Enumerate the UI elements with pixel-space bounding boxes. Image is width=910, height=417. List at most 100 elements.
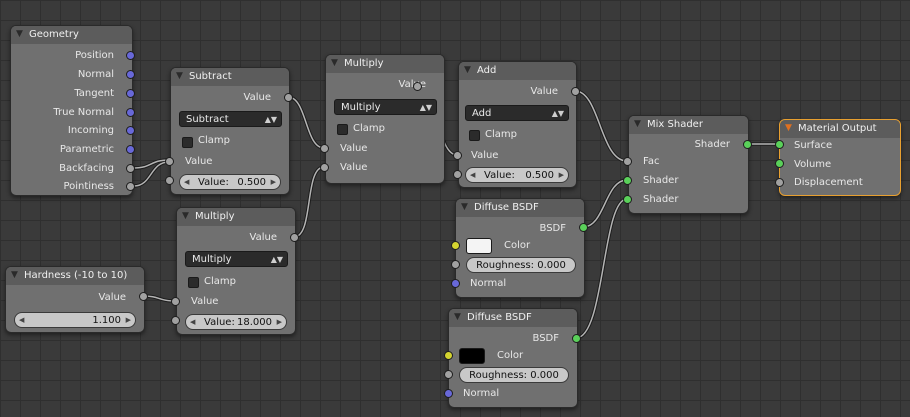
multiply2-operation-dropdown[interactable]: Multiply ▲▼ [185, 251, 288, 267]
multiply2-value-field[interactable]: ◀ Value: 18.000 ▶ [185, 314, 287, 330]
socket-multiply1-input-2[interactable] [320, 163, 329, 172]
multiply-node-2[interactable]: ▼ Multiply Value Multiply ▲▼ Clamp Value… [176, 207, 296, 335]
socket-diffuse2-roughness-input[interactable] [444, 370, 453, 379]
socket-tangent-output[interactable] [126, 89, 135, 98]
socket-subtract-input-1[interactable] [165, 157, 174, 166]
socket-backfacing-output[interactable] [126, 164, 135, 173]
diffuse-bsdf-node-2[interactable]: ▼ Diffuse BSDF BSDF Color Roughness: 0.0… [448, 308, 578, 408]
collapse-arrow-icon[interactable]: ▼ [461, 202, 468, 212]
socket-diffuse1-normal-input[interactable] [451, 279, 460, 288]
socket-add-input-2[interactable] [453, 170, 462, 179]
socket-hardness-output[interactable] [139, 292, 148, 301]
socket-subtract-input-2[interactable] [165, 176, 174, 185]
collapse-arrow-icon[interactable]: ▼ [634, 119, 641, 129]
subtract-value-field[interactable]: ◀ Value: 0.500 ▶ [179, 174, 281, 190]
socket-mix-fac-input[interactable] [623, 157, 632, 166]
mix-shader-node[interactable]: ▼ Mix Shader Shader Fac Shader Shader [628, 115, 749, 214]
socket-mix-shader-output[interactable] [743, 140, 752, 149]
decrement-arrow-icon[interactable]: ◀ [190, 318, 196, 326]
decrement-arrow-icon[interactable]: ◀ [184, 178, 190, 186]
socket-add-output[interactable] [571, 87, 580, 96]
socket-multiply2-input-2[interactable] [171, 316, 180, 325]
collapse-arrow-icon[interactable]: ▼ [182, 211, 189, 221]
geometry-output-incoming: Incoming [67, 125, 114, 136]
increment-arrow-icon[interactable]: ▶ [558, 171, 564, 179]
collapse-arrow-icon[interactable]: ▼ [11, 270, 18, 280]
socket-mix-shader-input-2[interactable] [623, 195, 632, 204]
socket-mix-shader-input-1[interactable] [623, 176, 632, 185]
socket-position-output[interactable] [126, 51, 135, 60]
add-clamp-label: Clamp [485, 129, 517, 140]
socket-multiply1-input-1[interactable] [320, 144, 329, 153]
multiply2-clamp-checkbox[interactable] [188, 277, 199, 288]
socket-true-normal-output[interactable] [126, 108, 135, 117]
material-output-node-header[interactable]: ▼ Material Output [780, 120, 900, 138]
multiply-node-1[interactable]: ▼ Multiply Value Multiply ▲▼ Clamp Value… [325, 54, 445, 184]
socket-multiply1-output[interactable] [413, 82, 422, 91]
decrement-arrow-icon[interactable]: ◀ [19, 316, 25, 324]
diffuse2-roughness-field[interactable]: Roughness: 0.000 [459, 367, 569, 383]
subtract-operation-dropdown[interactable]: Subtract ▲▼ [179, 111, 282, 127]
add-node-header[interactable]: ▼ Add [459, 62, 576, 80]
socket-diffuse2-normal-input[interactable] [444, 389, 453, 398]
mix-shader-node-header[interactable]: ▼ Mix Shader [629, 116, 748, 134]
subtract-value-field-value: 0.500 [237, 177, 266, 188]
add-operation-dropdown[interactable]: Add ▲▼ [465, 105, 569, 121]
socket-diffuse2-color-input[interactable] [444, 351, 453, 360]
diffuse2-color-swatch[interactable] [459, 348, 485, 364]
decrement-arrow-icon[interactable]: ◀ [470, 171, 476, 179]
socket-diffuse1-color-input[interactable] [451, 241, 460, 250]
updown-arrows-icon: ▲▼ [264, 115, 277, 124]
subtract-node-header[interactable]: ▼ Subtract [171, 68, 289, 86]
collapse-arrow-icon[interactable]: ▼ [176, 71, 183, 81]
increment-arrow-icon[interactable]: ▶ [270, 178, 276, 186]
socket-diffuse1-roughness-input[interactable] [451, 260, 460, 269]
subtract-node[interactable]: ▼ Subtract Value Subtract ▲▼ Clamp Value… [170, 67, 290, 195]
socket-output-displacement-input[interactable] [775, 178, 784, 187]
collapse-arrow-icon[interactable]: ▼ [785, 123, 792, 133]
socket-multiply2-input-1[interactable] [171, 297, 180, 306]
socket-diffuse2-bsdf-output[interactable] [572, 334, 581, 343]
add-node-title: Add [477, 65, 497, 76]
hardness-node-header[interactable]: ▼ Hardness (-10 to 10) [6, 267, 144, 285]
collapse-arrow-icon[interactable]: ▼ [16, 29, 23, 39]
collapse-arrow-icon[interactable]: ▼ [454, 312, 461, 322]
updown-arrows-icon: ▲▼ [419, 103, 432, 112]
diffuse1-node-header[interactable]: ▼ Diffuse BSDF [456, 199, 584, 217]
material-output-node[interactable]: ▼ Material Output Surface Volume Displac… [779, 119, 901, 196]
socket-add-input-1[interactable] [453, 151, 462, 160]
increment-arrow-icon[interactable]: ▶ [276, 318, 282, 326]
multiply-node-1-header[interactable]: ▼ Multiply [326, 55, 444, 73]
collapse-arrow-icon[interactable]: ▼ [331, 58, 338, 68]
socket-incoming-output[interactable] [126, 126, 135, 135]
diffuse-bsdf-node-1[interactable]: ▼ Diffuse BSDF BSDF Color Roughness: 0.0… [455, 198, 585, 298]
geometry-node-header[interactable]: ▼ Geometry [11, 26, 132, 44]
increment-arrow-icon[interactable]: ▶ [125, 316, 131, 324]
collapse-arrow-icon[interactable]: ▼ [464, 65, 471, 75]
socket-output-volume-input[interactable] [775, 159, 784, 168]
multiply2-clamp-label: Clamp [204, 276, 236, 287]
multiply1-operation-dropdown[interactable]: Multiply ▲▼ [334, 99, 437, 115]
add-node[interactable]: ▼ Add Value Add ▲▼ Clamp Value ◀ Value: … [458, 61, 577, 188]
diffuse2-roughness-text: Roughness: 0.000 [469, 370, 559, 381]
subtract-clamp-checkbox[interactable] [182, 137, 193, 148]
socket-pointiness-output[interactable] [126, 182, 135, 191]
subtract-value-field-label: Value: [198, 177, 229, 188]
diffuse1-node-title: Diffuse BSDF [474, 202, 539, 213]
socket-multiply2-output[interactable] [290, 233, 299, 242]
socket-subtract-output[interactable] [284, 93, 293, 102]
diffuse2-node-header[interactable]: ▼ Diffuse BSDF [449, 309, 577, 327]
socket-output-surface-input[interactable] [775, 140, 784, 149]
diffuse1-color-swatch[interactable] [466, 238, 492, 254]
add-value-field[interactable]: ◀ Value: 0.500 ▶ [465, 167, 569, 183]
multiply1-clamp-checkbox[interactable] [337, 124, 348, 135]
multiply-node-2-header[interactable]: ▼ Multiply [177, 208, 295, 226]
socket-normal-output[interactable] [126, 70, 135, 79]
socket-diffuse1-bsdf-output[interactable] [579, 223, 588, 232]
add-clamp-checkbox[interactable] [469, 130, 480, 141]
geometry-node[interactable]: ▼ Geometry Position Normal Tangent True … [10, 25, 133, 196]
socket-parametric-output[interactable] [126, 145, 135, 154]
hardness-value-field[interactable]: ◀ 1.100 ▶ [14, 312, 136, 328]
hardness-node[interactable]: ▼ Hardness (-10 to 10) Value ◀ 1.100 ▶ [5, 266, 145, 333]
diffuse1-roughness-field[interactable]: Roughness: 0.000 [466, 257, 576, 273]
